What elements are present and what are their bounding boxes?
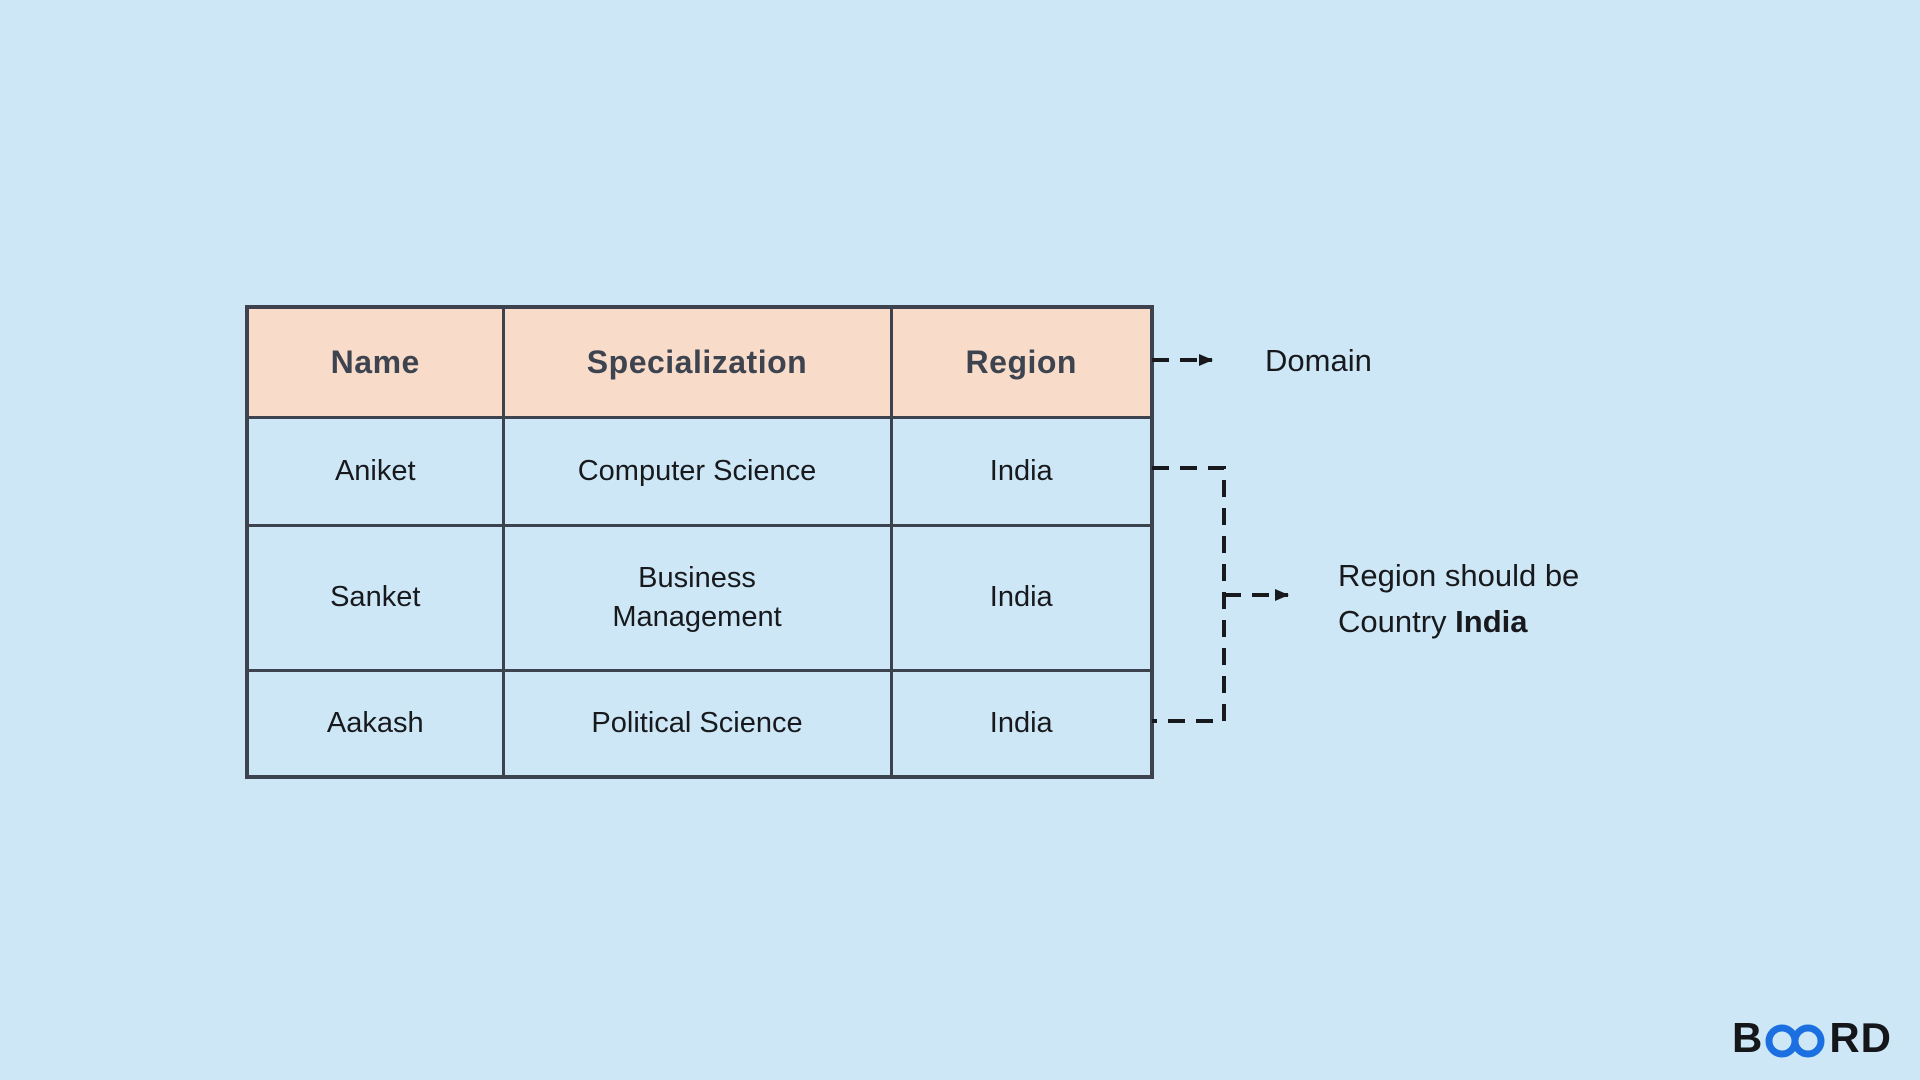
- domain-label: Domain: [1265, 343, 1372, 378]
- header-name: Name: [245, 305, 505, 419]
- region-note-line2-prefix: Country: [1338, 604, 1456, 639]
- relation-table: Name Specialization Region Aniket Comput…: [245, 305, 1154, 779]
- cell-text: Computer Science: [577, 454, 817, 487]
- logo-text-rd: RD: [1829, 1014, 1892, 1061]
- cell-text: Political Science: [591, 706, 803, 739]
- cell-specialization: Business Management: [501, 523, 893, 672]
- table-row: Sanket Business Management India: [245, 523, 1154, 672]
- cell-region: India: [889, 668, 1154, 779]
- header-region: Region: [889, 305, 1154, 419]
- region-note-bold-word: India: [1455, 604, 1528, 639]
- table-row: Aniket Computer Science India: [245, 415, 1154, 527]
- logo-infinity-icon: [1765, 1024, 1825, 1058]
- region-bracket: [1152, 466, 1226, 723]
- cell-name: Aakash: [245, 668, 505, 779]
- table-row: Aakash Political Science India: [245, 668, 1154, 779]
- header-specialization: Specialization: [501, 305, 893, 419]
- cell-region: India: [889, 523, 1154, 672]
- cell-name: Aniket: [245, 415, 505, 527]
- board-logo: B RD: [1732, 1014, 1892, 1062]
- region-note-line1: Region should be: [1338, 558, 1580, 593]
- region-note: Region should be Country India: [1338, 553, 1579, 645]
- logo-text-b: B: [1731, 1014, 1764, 1061]
- cell-text: Business Management: [612, 561, 782, 633]
- cell-specialization: Political Science: [501, 668, 893, 779]
- cell-name: Sanket: [245, 523, 505, 672]
- region-note-line2: Country India: [1338, 599, 1579, 645]
- cell-region: India: [889, 415, 1154, 527]
- table-header-row: Name Specialization Region: [245, 305, 1154, 419]
- cell-specialization: Computer Science: [501, 415, 893, 527]
